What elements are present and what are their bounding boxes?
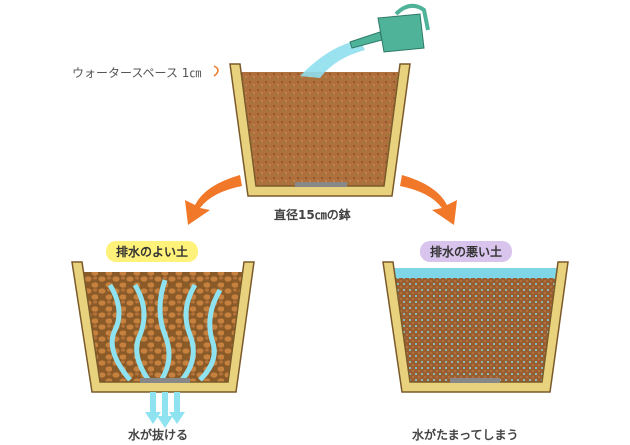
drain-hole bbox=[295, 182, 347, 187]
good-soil-badge: 排水のよい土 bbox=[106, 241, 199, 262]
good-drainage-pot bbox=[71, 261, 255, 428]
arrow-left-icon bbox=[185, 175, 242, 225]
arrow-right-icon bbox=[400, 175, 457, 225]
draining-water-icon bbox=[145, 392, 185, 428]
pot-size-label: 直径15㎝の鉢 bbox=[274, 208, 351, 222]
water-space-marker bbox=[213, 65, 219, 77]
water-channels bbox=[107, 279, 223, 384]
bad-soil-badge: 排水の悪い土 bbox=[420, 241, 513, 262]
top-pot bbox=[229, 63, 411, 197]
bad-result-label: 水がたまってしまう bbox=[412, 428, 519, 442]
bad-drainage-pot bbox=[382, 261, 569, 393]
good-result-label: 水が抜ける bbox=[128, 428, 189, 442]
water-space-label: ウォータースペース 1㎝ bbox=[72, 66, 202, 80]
watering-can-icon bbox=[300, 3, 430, 78]
